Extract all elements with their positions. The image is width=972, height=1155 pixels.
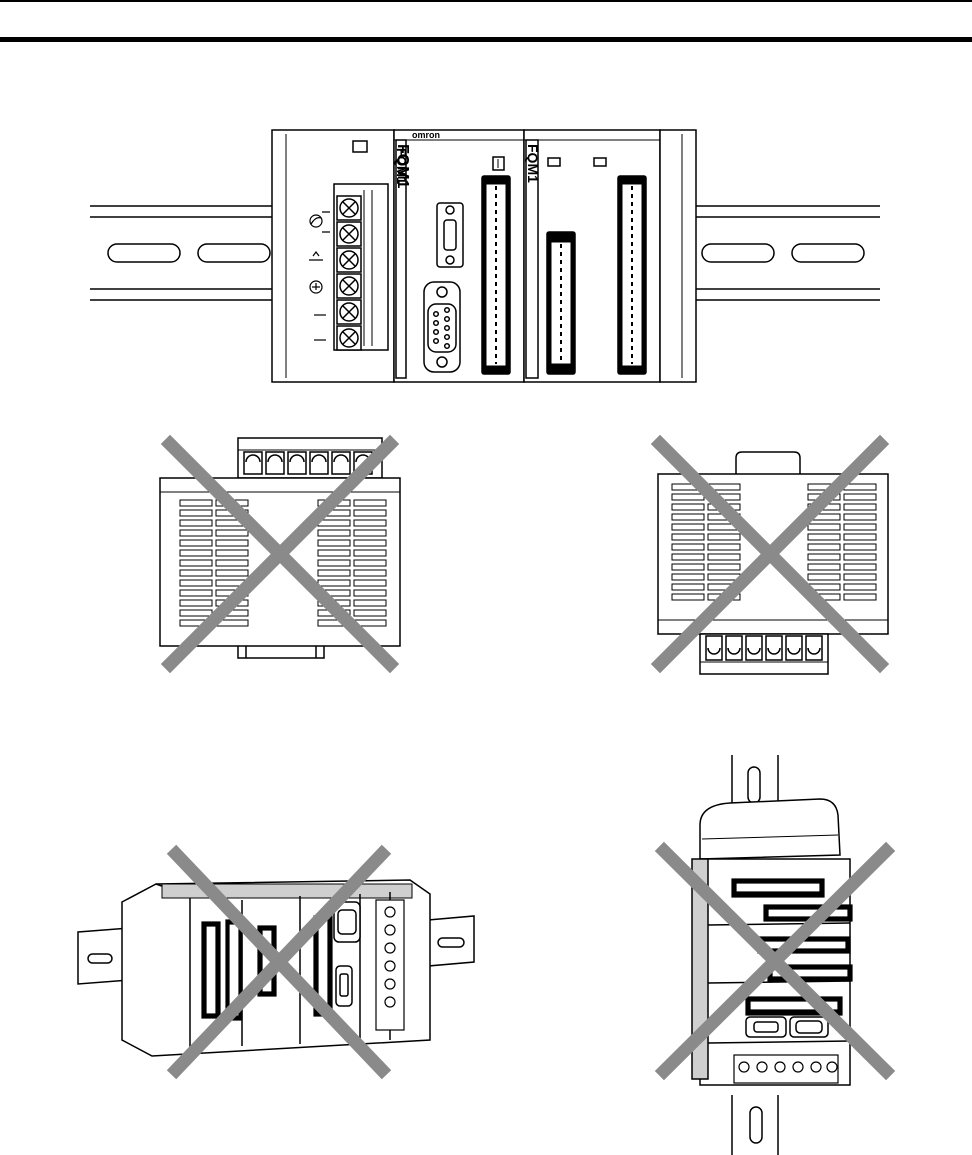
brand-logo: omron — [412, 130, 440, 140]
coordinator-module — [394, 130, 524, 382]
io-connector-short — [547, 232, 575, 374]
vertical-mounting-figure — [640, 755, 910, 1155]
vertically-stacked-modules — [692, 799, 852, 1085]
correct-mounting-figure: omron FQM1 FQM1 FQM1 — [0, 120, 972, 390]
power-supply-unit — [272, 130, 394, 382]
upside-down-mounting-figure — [150, 430, 420, 675]
motion-control-module — [524, 130, 660, 382]
terminal-block — [734, 1055, 838, 1083]
terminal-block — [376, 900, 404, 1030]
header-rule-thick — [0, 37, 972, 42]
coordinator-model-label: FQM1 — [394, 148, 409, 184]
end-cover — [660, 130, 696, 382]
din-rail-right — [693, 206, 880, 300]
peripheral-port — [437, 203, 463, 267]
io-connector-long — [618, 176, 646, 374]
reverse-order-mounting-figure — [70, 840, 490, 1080]
io-connector-40pin — [482, 176, 510, 374]
motion-module-model-label: FQM1 — [525, 144, 541, 183]
inverted-mounting-figure — [640, 430, 910, 675]
rs232c-port — [424, 282, 460, 372]
din-rail-left — [90, 206, 275, 300]
header-rule-thin — [0, 0, 972, 2]
